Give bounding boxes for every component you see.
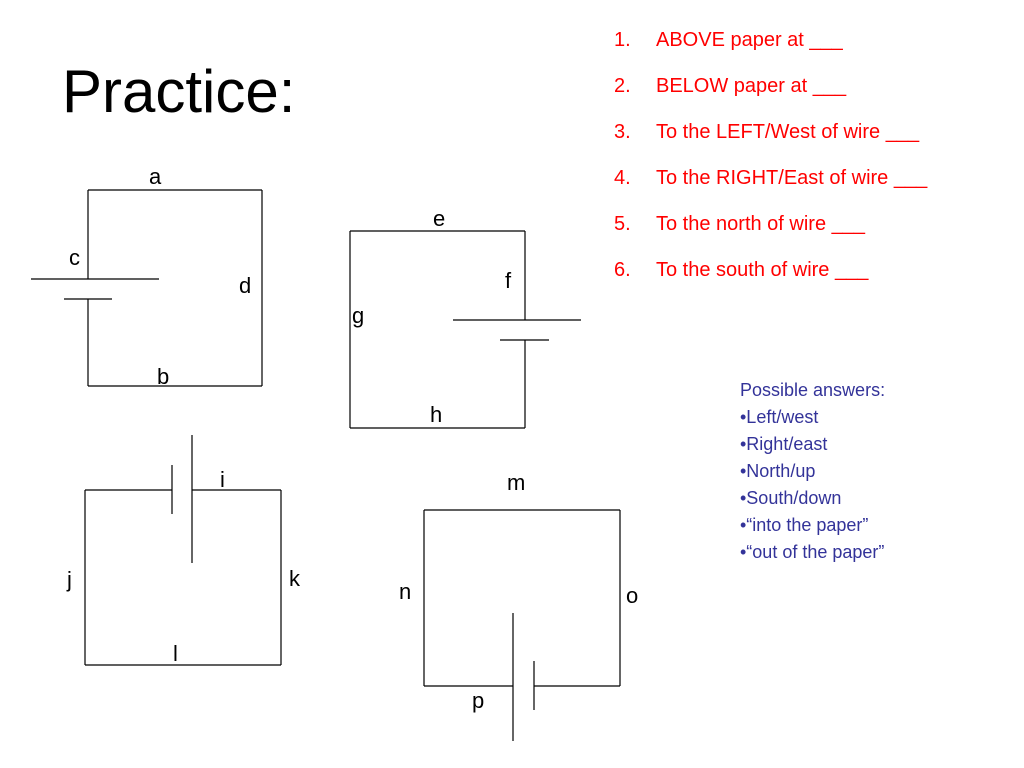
wire-label-d: d xyxy=(239,273,251,298)
wire-label-i: i xyxy=(220,467,225,492)
answer-item: •South/down xyxy=(740,488,842,508)
question-list: 1. ABOVE paper at ___ 2. BELOW paper at __… xyxy=(614,28,927,304)
answers-heading: Possible answers: xyxy=(740,380,886,400)
question-item: 2. BELOW paper at ___ xyxy=(614,74,927,120)
answer-item: •North/up xyxy=(740,461,816,481)
answer-item: •Right/east xyxy=(740,434,828,454)
answer-item: •“out of the paper” xyxy=(740,542,885,562)
circuit-3: i j k l xyxy=(66,435,301,666)
wire-label-p: p xyxy=(472,688,484,713)
wire-label-l: l xyxy=(173,641,178,666)
question-text: BELOW paper at ___ xyxy=(656,75,847,97)
possible-answers: Possible answers: •Left/west •Right/east… xyxy=(740,377,885,566)
wire-label-m: m xyxy=(507,470,525,495)
question-text: To the south of wire ___ xyxy=(656,259,869,281)
answer-item: •Left/west xyxy=(740,407,819,427)
question-number: 1. xyxy=(614,29,631,51)
wire-label-c: c xyxy=(69,245,80,270)
wire-label-e: e xyxy=(433,206,445,231)
circuit-1: a b c d xyxy=(31,164,263,389)
question-number: 4. xyxy=(614,167,631,189)
question-text: ABOVE paper at ___ xyxy=(656,29,843,51)
question-number: 6. xyxy=(614,259,631,281)
answer-item: •“into the paper” xyxy=(740,515,869,535)
slide-title: Practice: xyxy=(62,58,296,125)
wire-label-o: o xyxy=(626,583,638,608)
wire-label-n: n xyxy=(399,579,411,604)
wire-label-h: h xyxy=(430,402,442,427)
question-text: To the RIGHT/East of wire ___ xyxy=(656,167,928,189)
circuit-4: m n o p xyxy=(399,470,638,741)
wire-label-g: g xyxy=(352,303,364,328)
question-item: 4. To the RIGHT/East of wire ___ xyxy=(614,166,927,212)
wire-label-a: a xyxy=(149,164,162,189)
question-text: To the LEFT/West of wire ___ xyxy=(656,121,920,143)
wire-label-k: k xyxy=(289,566,301,591)
wire-label-b: b xyxy=(157,364,169,389)
question-item: 1. ABOVE paper at ___ xyxy=(614,28,927,74)
question-text: To the north of wire ___ xyxy=(656,213,866,235)
wire-label-f: f xyxy=(505,268,512,293)
question-number: 5. xyxy=(614,213,631,235)
question-item: 3. To the LEFT/West of wire ___ xyxy=(614,120,927,166)
question-item: 6. To the south of wire ___ xyxy=(614,258,927,304)
question-item: 5. To the north of wire ___ xyxy=(614,212,927,258)
question-number: 3. xyxy=(614,121,631,143)
wire-label-j: j xyxy=(66,567,72,592)
question-number: 2. xyxy=(614,75,631,97)
circuit-2: e f g h xyxy=(349,206,581,429)
